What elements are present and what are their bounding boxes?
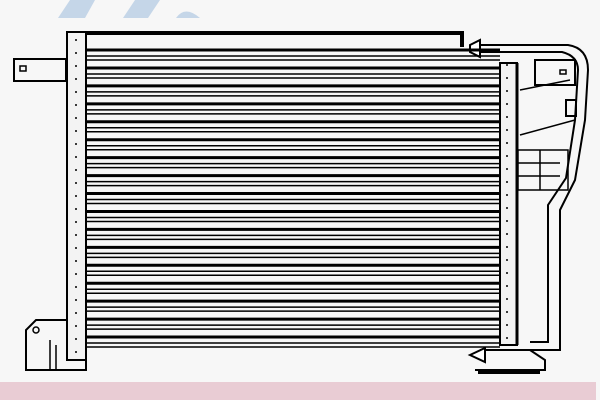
rivet-dot [75, 104, 77, 106]
rivet-dot [75, 286, 77, 288]
upper-right-bracket [534, 59, 576, 86]
bottom-left-bracket-detail [49, 340, 57, 370]
rivet-dot [75, 208, 77, 210]
tank-rivets [75, 39, 508, 353]
left-mount-hole [19, 65, 27, 72]
rivet-dot [506, 207, 508, 209]
rivet-dot [75, 91, 77, 93]
rivet-dot [506, 116, 508, 118]
rivet-dot [506, 129, 508, 131]
rivet-dot [506, 155, 508, 157]
rivet-dot [75, 143, 77, 145]
rivet-dot [75, 273, 77, 275]
rivet-dot [506, 272, 508, 274]
bottom-left-bracket [25, 319, 87, 371]
inlet-pipe [470, 44, 590, 351]
right-tank [499, 62, 518, 346]
rivet-dot [506, 233, 508, 235]
rivet-dot [506, 103, 508, 105]
rivet-dot [75, 221, 77, 223]
rivet-dot [75, 338, 77, 340]
rivet-dot [75, 39, 77, 41]
rivet-dot [75, 325, 77, 327]
watermark-logo [58, 0, 200, 18]
footer-bar [0, 382, 596, 400]
rivet-dot [75, 234, 77, 236]
top-header [86, 31, 464, 47]
rivet-dot [75, 169, 77, 171]
rivet-dot [75, 312, 77, 314]
rivet-dot [506, 181, 508, 183]
rivet-dot [506, 311, 508, 313]
rivet-dot [506, 298, 508, 300]
rivet-dot [506, 259, 508, 261]
rivet-dot [75, 195, 77, 197]
rivet-dot [75, 117, 77, 119]
outlet-arrow-icon [467, 346, 486, 364]
connector-block [517, 149, 569, 191]
rivet-dot [75, 247, 77, 249]
core-tubes [86, 48, 500, 348]
rivet-dot [506, 90, 508, 92]
bottom-left-bracket-hole [32, 326, 40, 334]
rivet-dot [75, 78, 77, 80]
inlet-pipe-inner [470, 51, 580, 343]
rivet-dot [75, 351, 77, 353]
pipe-clamp [565, 99, 577, 117]
rivet-dot [506, 168, 508, 170]
rivet-dot [75, 260, 77, 262]
upper-right-bracket-hole [559, 69, 567, 75]
bracket-brace [519, 79, 576, 136]
rivet-dot [506, 194, 508, 196]
rivet-dot [506, 220, 508, 222]
rivet-dot [75, 182, 77, 184]
rivet-dot [506, 64, 508, 66]
rivet-dot [75, 65, 77, 67]
rivet-dot [506, 324, 508, 326]
rivet-dot [506, 337, 508, 339]
rivet-dot [75, 156, 77, 158]
rivet-dot [75, 52, 77, 54]
rivet-dot [506, 142, 508, 144]
rivet-dot [506, 246, 508, 248]
rivet-dot [506, 77, 508, 79]
rivet-dot [75, 299, 77, 301]
left-mount-bracket [13, 58, 67, 82]
rivet-dot [75, 130, 77, 132]
rivet-dot [506, 285, 508, 287]
